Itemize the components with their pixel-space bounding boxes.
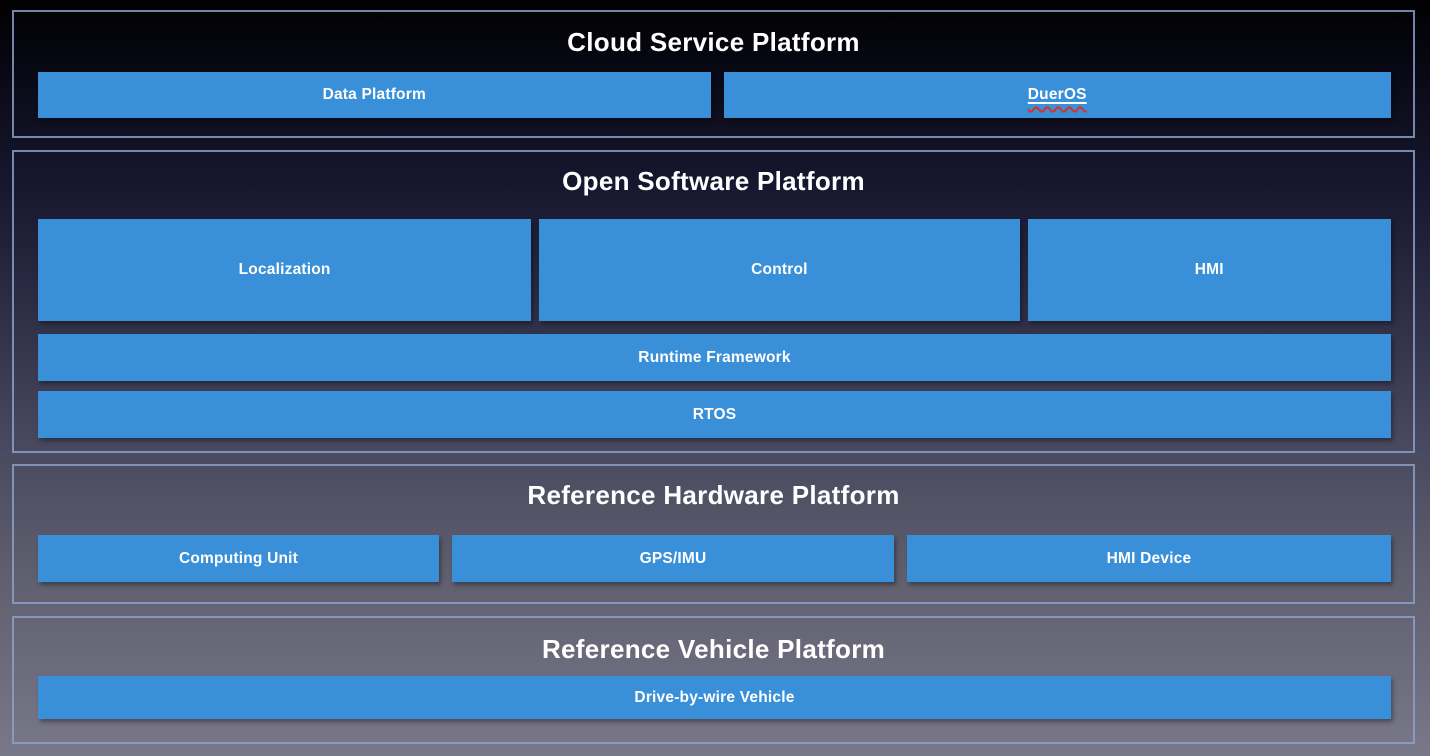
open-software-row: Localization Control HMI xyxy=(38,219,1391,321)
reference-hardware-row: Computing Unit GPS/IMU HMI Device xyxy=(38,535,1391,582)
reference-vehicle-platform-title: Reference Vehicle Platform xyxy=(541,634,886,664)
cloud-service-platform-title: Cloud Service Platform xyxy=(567,27,860,57)
box-localization: Localization xyxy=(38,219,532,321)
dueros-label: DuerOS xyxy=(1027,86,1087,103)
localization-label: Localization xyxy=(238,261,331,278)
open-software-platform-title: Open Software Platform xyxy=(562,166,865,196)
box-dueros: DuerOS xyxy=(723,72,1391,118)
runtime-framework-label: Runtime Framework xyxy=(638,348,791,366)
control-label: Control xyxy=(751,261,808,278)
box-gps-imu: GPS/IMU xyxy=(452,535,894,582)
hmi-device-label: HMI Device xyxy=(1106,549,1192,567)
section-open-software-platform: Open Software Platform Localization Cont… xyxy=(12,150,1415,453)
hmi-label: HMI xyxy=(1194,261,1224,278)
box-hmi-device: HMI Device xyxy=(907,535,1391,582)
drive-by-wire-vehicle-label: Drive-by-wire Vehicle xyxy=(634,688,795,706)
box-data-platform: Data Platform xyxy=(38,72,711,118)
dueros-link[interactable]: DuerOS xyxy=(1028,86,1087,104)
gps-imu-label: GPS/IMU xyxy=(639,549,707,567)
box-drive-by-wire-vehicle: Drive-by-wire Vehicle xyxy=(38,676,1391,719)
reference-hardware-platform-title: Reference Hardware Platform xyxy=(527,480,900,510)
box-hmi: HMI xyxy=(1027,219,1391,321)
section-reference-hardware-platform: Reference Hardware Platform Computing Un… xyxy=(12,464,1415,604)
box-control: Control xyxy=(539,219,1020,321)
section-cloud-service-platform: Cloud Service Platform Data Platform Due… xyxy=(12,10,1415,138)
box-runtime-framework: Runtime Framework xyxy=(38,334,1391,381)
cloud-service-row: Data Platform DuerOS xyxy=(38,72,1391,118)
box-computing-unit: Computing Unit xyxy=(38,535,439,582)
rtos-label: RTOS xyxy=(692,405,737,423)
box-rtos: RTOS xyxy=(38,391,1391,438)
computing-unit-label: Computing Unit xyxy=(178,549,299,567)
data-platform-label: Data Platform xyxy=(322,86,426,103)
section-reference-vehicle-platform: Reference Vehicle Platform Drive-by-wire… xyxy=(12,616,1415,744)
